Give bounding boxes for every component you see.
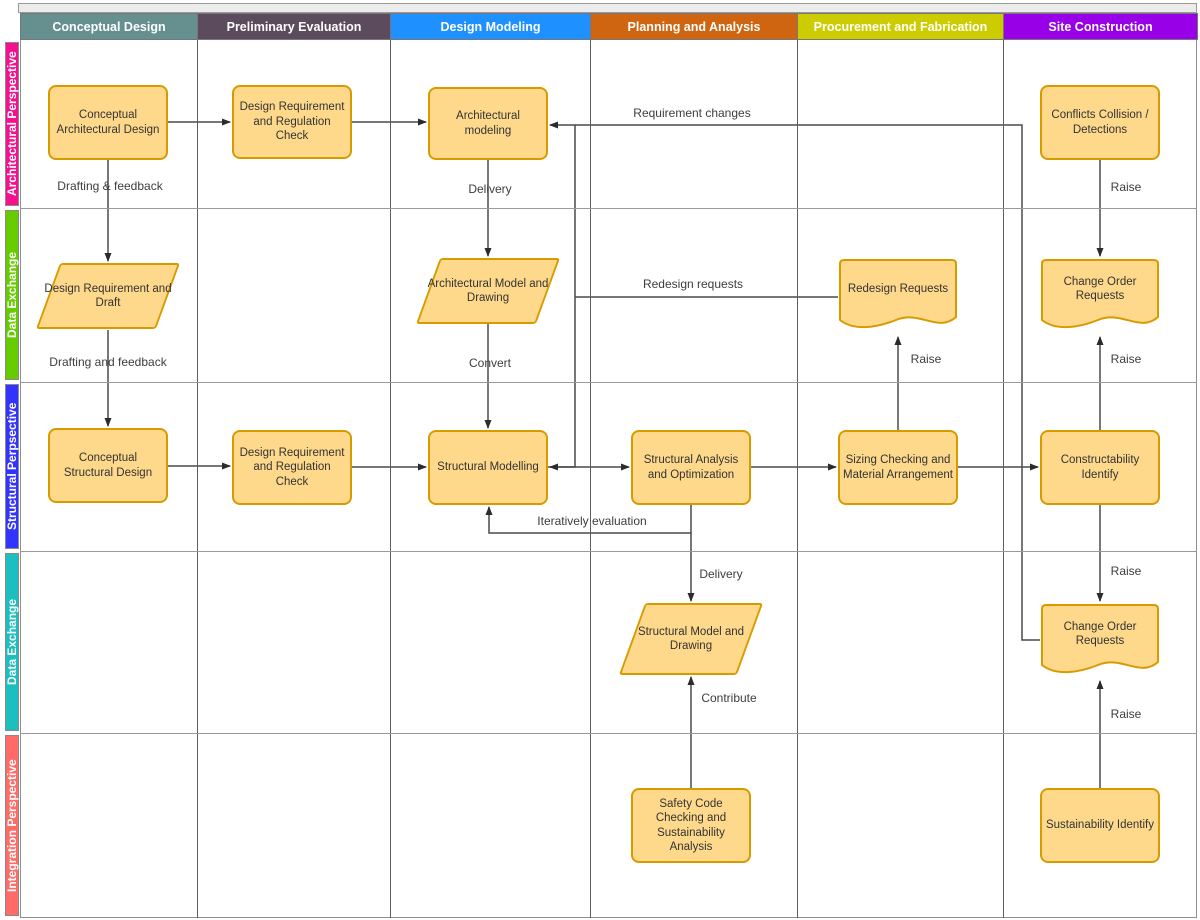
node-label: Design Requirement and Draft <box>44 282 172 309</box>
node-label: Redesign Requests <box>847 282 949 295</box>
grid-row-line <box>20 733 1197 734</box>
grid-column-line <box>797 40 798 918</box>
grid-row-line <box>20 382 1197 383</box>
column-header-site-construction[interactable]: Site Construction <box>1003 13 1198 40</box>
pool-title-bar <box>18 3 1197 13</box>
column-header-planning-and-analysis[interactable]: Planning and Analysis <box>590 13 798 40</box>
design-requirement-and-regulation-check-struct[interactable]: Design Requirement and Regulation Check <box>232 430 352 505</box>
structural-analysis-and-optimization[interactable]: Structural Analysis and Optimization <box>631 430 751 505</box>
node-label: Design Requirement and Regulation Check <box>239 101 345 143</box>
conceptual-structural-design[interactable]: Conceptual Structural Design <box>48 428 168 503</box>
redesign-requests[interactable]: Redesign Requests <box>838 258 958 335</box>
conceptual-architectural-design[interactable]: Conceptual Architectural Design <box>48 85 168 160</box>
edge-label-raise-7: Raise <box>910 352 942 366</box>
column-header-procurement-and-fabrication[interactable]: Procurement and Fabrication <box>797 13 1004 40</box>
document-shape <box>839 259 957 329</box>
change-order-requests-upper[interactable]: Change Order Requests <box>1040 258 1160 335</box>
edge-label-drafting-feedback-0: Drafting & feedback <box>57 179 163 193</box>
architectural-model-and-drawing[interactable]: Architectural Model and Drawing <box>415 258 561 324</box>
change-order-requests-lower[interactable]: Change Order Requests <box>1040 603 1160 680</box>
node-label: Architectural Model and Drawing <box>427 277 549 304</box>
edge-label-raise-13: Raise <box>1110 707 1142 721</box>
edge-label-raise-11: Raise <box>1110 564 1142 578</box>
edge-label-delivery-1: Delivery <box>468 182 512 196</box>
node-label: Conceptual Structural Design <box>63 452 153 479</box>
grid-column-line <box>197 40 198 918</box>
grid-column-line <box>590 40 591 918</box>
edge-label-contribute-12: Contribute <box>701 691 757 705</box>
sustainability-identify[interactable]: Sustainability Identify <box>1040 788 1160 863</box>
node-label: Structural Analysis and Optimization <box>643 454 739 481</box>
grid-column-line <box>390 40 391 918</box>
edge-label-redesign-requests-6: Redesign requests <box>642 277 744 291</box>
edge-label-iteratively-evaluation-9: Iteratively evaluation <box>537 514 647 528</box>
safety-code-checking-and-sustainability-analysis[interactable]: Safety Code Checking and Sustainability … <box>631 788 751 863</box>
architectural-modeling[interactable]: Architectural modeling <box>428 87 548 160</box>
row-label-3-data-exchange[interactable]: Data Exchange <box>5 553 19 731</box>
node-label: Design Requirement and Regulation Check <box>239 446 345 488</box>
structural-modelling[interactable]: Structural Modelling <box>428 430 548 505</box>
node-label: Structural Model and Drawing <box>637 625 745 652</box>
node-label: Conceptual Architectural Design <box>56 109 160 136</box>
edge-label-convert-5: Convert <box>468 356 512 370</box>
document-shape <box>1041 259 1159 329</box>
edge-label-requirement-changes-2: Requirement changes <box>633 106 751 120</box>
grid-row-line <box>20 208 1197 209</box>
node-label: Safety Code Checking and Sustainability … <box>655 797 727 853</box>
edge-label-drafting-and-feedback-4: Drafting and feedback <box>49 355 167 369</box>
design-requirement-and-draft[interactable]: Design Requirement and Draft <box>35 263 181 329</box>
column-header-design-modeling[interactable]: Design Modeling <box>390 13 591 40</box>
grid-row-line <box>20 551 1197 552</box>
node-label: Change Order Requests <box>1063 275 1137 302</box>
sizing-checking-and-material-arrangement[interactable]: Sizing Checking and Material Arrangement <box>838 430 958 505</box>
node-label: Architectural modeling <box>456 110 520 137</box>
document-shape <box>1041 604 1159 674</box>
row-label-1-data-exchange[interactable]: Data Exchange <box>5 210 19 380</box>
column-header-conceptual-design[interactable]: Conceptual Design <box>20 13 198 40</box>
row-label-4-integration-perspective[interactable]: Integration Perspective <box>5 735 19 916</box>
node-label: Change Order Requests <box>1063 620 1137 647</box>
constructability-identify[interactable]: Constructability Identify <box>1040 430 1160 505</box>
grid-column-line <box>1003 40 1004 918</box>
node-label: Sustainability Identify <box>1045 819 1155 832</box>
conflicts-collision-detections[interactable]: Conflicts Collision / Detections <box>1040 85 1160 160</box>
node-label: Constructability Identify <box>1060 454 1140 481</box>
row-label-2-structural-perpsective[interactable]: Structural Perpsective <box>5 384 19 549</box>
row-label-0-architectural-perspective[interactable]: Architectural Perspective <box>5 42 19 206</box>
design-requirement-and-regulation-check-arch[interactable]: Design Requirement and Regulation Check <box>232 85 352 159</box>
structural-model-and-drawing[interactable]: Structural Model and Drawing <box>618 603 764 675</box>
node-label: Sizing Checking and Material Arrangement <box>843 454 953 481</box>
node-label: Structural Modelling <box>437 461 539 474</box>
column-header-preliminary-evaluation[interactable]: Preliminary Evaluation <box>197 13 391 40</box>
edge-label-raise-3: Raise <box>1110 180 1142 194</box>
edge-label-raise-8: Raise <box>1110 352 1142 366</box>
node-label: Conflicts Collision / Detections <box>1051 109 1149 136</box>
edge-label-delivery-10: Delivery <box>699 567 743 581</box>
